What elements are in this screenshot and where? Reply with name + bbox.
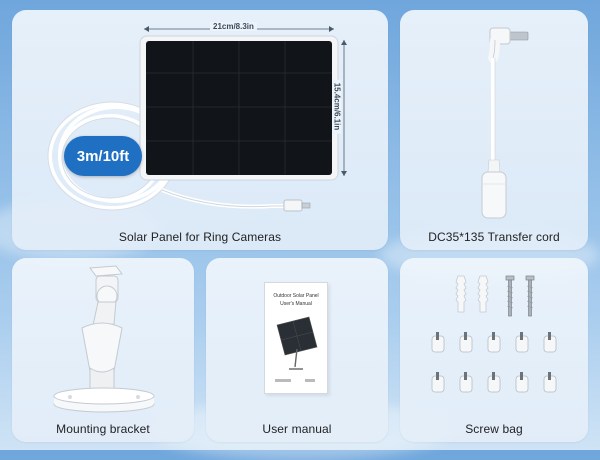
screw-bag-illustration [431, 275, 557, 393]
mounting-bracket-illustration [53, 265, 155, 413]
mounting-bracket-caption: Mounting bracket [56, 422, 150, 436]
screw-bag-card: Screw bag [400, 258, 588, 442]
user-manual-caption: User manual [262, 422, 332, 436]
solar-panel-caption: Solar Panel for Ring Cameras [118, 230, 282, 244]
manual-booklet: Outdoor Solar Panel User's Manual [264, 282, 328, 394]
manual-cover-panel-image [275, 316, 318, 382]
panel-width-label: 21cm/8.3in [210, 22, 257, 31]
transfer-cord-illustration [481, 27, 529, 219]
user-manual-card: Outdoor Solar Panel User's Manual User m… [206, 258, 388, 442]
manual-cover-title: Outdoor Solar Panel [273, 293, 319, 299]
screw-bag-caption: Screw bag [465, 422, 523, 436]
transfer-cord-caption: DC35*135 Transfer cord [428, 230, 560, 244]
mounting-bracket-card: Mounting bracket [12, 258, 194, 442]
solar-panel-card: 21cm/8.3in 15.4cm/6.1in 3m/10ft Solar Pa… [12, 10, 388, 250]
cable-length-badge: 3m/10ft [64, 136, 142, 176]
manual-cover-subtitle: User's Manual [280, 301, 312, 307]
solar-panel-illustration [47, 26, 347, 212]
panel-height-label: 15.4cm/6.1in [332, 79, 342, 134]
transfer-cord-card: DC35*135 Transfer cord [400, 10, 588, 250]
